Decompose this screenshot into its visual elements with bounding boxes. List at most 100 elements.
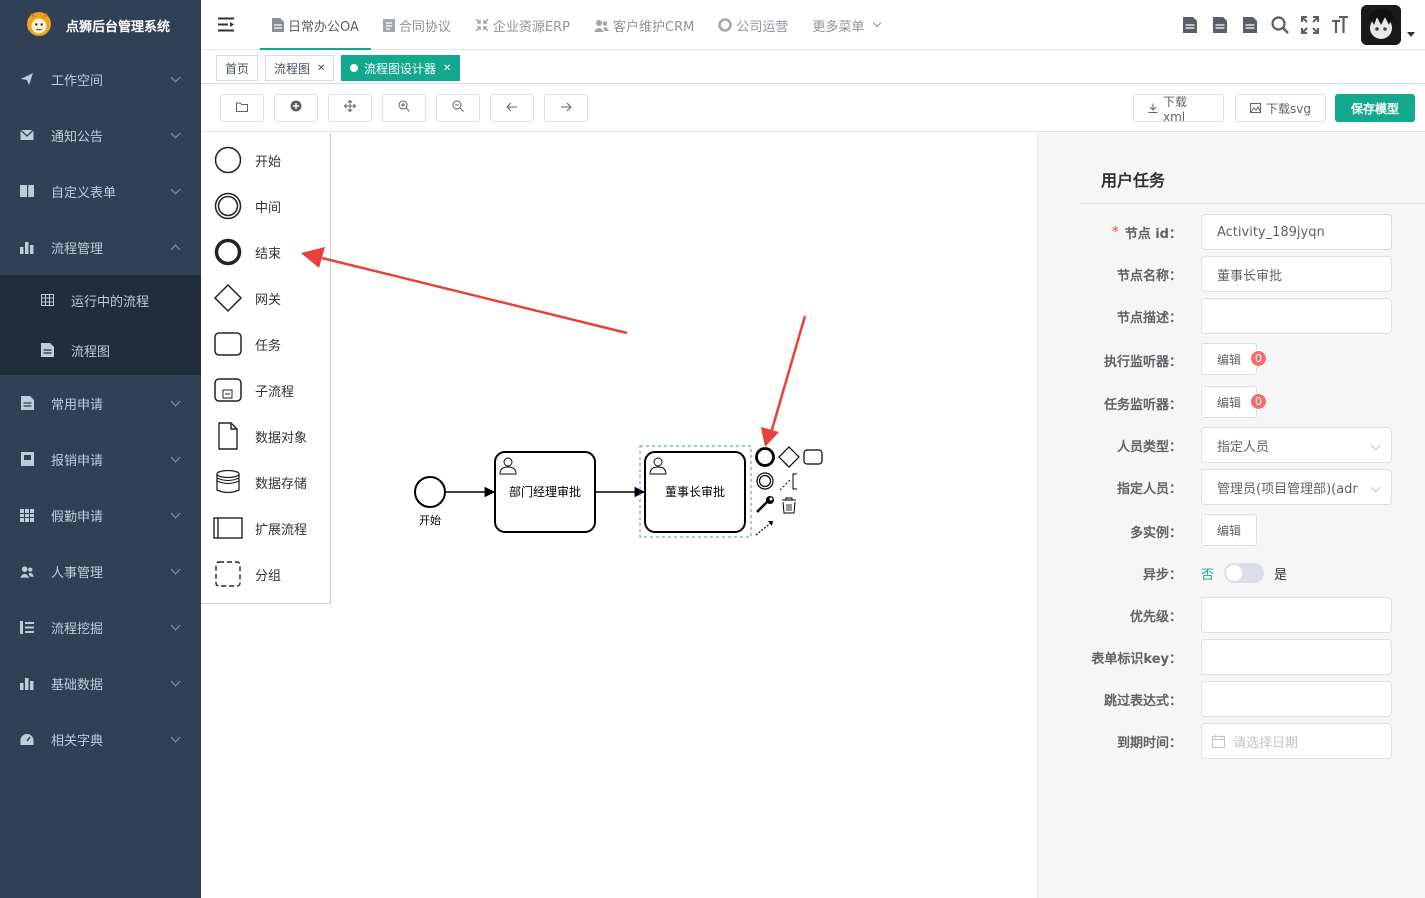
priority-input[interactable]: [1201, 597, 1392, 633]
field-label: 节点描述：: [1116, 310, 1182, 326]
document-icon: [40, 343, 54, 357]
append-end-event-icon[interactable]: [755, 447, 775, 467]
document-icon[interactable]: [1205, 10, 1235, 40]
palette-pool[interactable]: 扩展流程: [201, 505, 330, 551]
topnav-item-oa[interactable]: 日常办公OA: [260, 0, 371, 50]
sidebar-item-custom-form[interactable]: 自定义表单: [0, 163, 201, 219]
font-size-icon[interactable]: [1325, 10, 1355, 40]
topnav-item-label: 日常办公OA: [288, 19, 359, 35]
sidebar-item-label: 工作空间: [51, 73, 104, 89]
async-toggle[interactable]: [1224, 563, 1265, 583]
sidebar-item-notice[interactable]: 通知公告: [0, 107, 201, 163]
append-gateway-icon[interactable]: [778, 446, 800, 468]
edit-exec-listener-button[interactable]: 编辑: [1201, 343, 1257, 375]
topnav-more-menu[interactable]: 更多菜单: [800, 0, 892, 50]
chevron-down-icon: [170, 184, 181, 195]
app-title: 点狮后台管理系统: [66, 19, 171, 35]
due-date-picker[interactable]: 请选择日期: [1201, 723, 1392, 759]
undo-button[interactable]: [490, 94, 534, 122]
tag-flow-designer[interactable]: 流程图设计器 ✕: [341, 55, 461, 81]
sidebar-item-running-process[interactable]: 运行中的流程: [0, 275, 201, 325]
submenu-process-mgmt: 运行中的流程 流程图: [0, 275, 201, 375]
sidebar: 点狮后台管理系统 工作空间 通知公告 自定义表单 流程管理 运行中的流程 流程图…: [0, 0, 201, 898]
sidebar-item-leave-apply[interactable]: 假勤申请: [0, 487, 201, 543]
redo-button[interactable]: [544, 94, 588, 122]
append-intermediate-event-icon[interactable]: [756, 472, 774, 490]
field-label: 人员类型：: [1116, 439, 1182, 455]
sidebar-item-basic-data[interactable]: 基础数据: [0, 655, 201, 711]
field-async: 异步： 否 是: [1038, 555, 1425, 591]
node-id-input[interactable]: Activity_189jyqn: [1201, 214, 1392, 250]
download-xml-button[interactable]: 下载xml: [1133, 94, 1224, 124]
topnav-item-erp[interactable]: 企业资源ERP: [463, 0, 582, 50]
connect-icon[interactable]: [755, 521, 773, 536]
append-task-icon[interactable]: [803, 449, 823, 465]
user-task-chairman[interactable]: 董事长审批: [644, 451, 746, 533]
close-icon[interactable]: ✕: [317, 62, 326, 74]
sidebar-item-label: 通知公告: [51, 129, 104, 145]
palette-task[interactable]: 任务: [201, 321, 330, 367]
user-task-dept-manager[interactable]: 部门经理审批: [494, 451, 596, 533]
form-key-input[interactable]: [1201, 639, 1392, 675]
skip-expr-input[interactable]: [1201, 681, 1392, 717]
chevron-down-icon: [170, 564, 181, 575]
palette-end-event[interactable]: 结束: [201, 229, 330, 275]
field-multi-instance: 多实例： 编辑: [1038, 513, 1425, 549]
properties-panel: 用户任务 *节点 id： Activity_189jyqn 节点名称： 董事长审…: [1037, 133, 1425, 898]
document-icon[interactable]: [1235, 10, 1265, 40]
palette-start-event[interactable]: 开始: [201, 137, 330, 183]
field-label: 指定人员：: [1116, 481, 1182, 497]
node-desc-input[interactable]: [1201, 298, 1392, 334]
fit-view-button[interactable]: [328, 94, 372, 122]
edit-task-listener-button[interactable]: 编辑: [1201, 386, 1257, 418]
sidebar-item-hr[interactable]: 人事管理: [0, 543, 201, 599]
palette-subprocess[interactable]: 子流程: [201, 367, 330, 413]
topnav-item-operations[interactable]: 公司运营: [706, 0, 800, 50]
palette-gateway[interactable]: 网关: [201, 275, 330, 321]
sidebar-item-dictionary[interactable]: 相关字典: [0, 711, 201, 767]
document-icon: [272, 18, 284, 32]
edit-multi-instance-button[interactable]: 编辑: [1201, 514, 1257, 546]
download-svg-button[interactable]: 下载svg: [1235, 94, 1326, 122]
node-name-input[interactable]: 董事长审批: [1201, 256, 1392, 292]
sidebar-item-common-apply[interactable]: 常用申请: [0, 375, 201, 431]
palette-label: 开始: [255, 154, 282, 170]
navbar: 日常办公OA 合同协议 企业资源ERP 客户维护CRM 公司运营 更多菜单: [201, 0, 1425, 50]
text-annotation-icon[interactable]: [779, 473, 797, 491]
avatar[interactable]: [1361, 5, 1401, 45]
sidebar-item-expense-apply[interactable]: 报销申请: [0, 431, 201, 487]
zoom-in-icon: [398, 100, 410, 116]
open-file-button[interactable]: [220, 94, 264, 122]
start-event[interactable]: [414, 476, 446, 508]
zoom-out-button[interactable]: [436, 94, 480, 122]
wrench-icon[interactable]: [756, 496, 774, 513]
topnav-item-crm[interactable]: 客户维护CRM: [582, 0, 706, 50]
caret-down-icon[interactable]: [1407, 31, 1415, 37]
search-icon[interactable]: [1265, 10, 1295, 40]
create-new-button[interactable]: [274, 94, 318, 122]
sidebar-item-workspace[interactable]: 工作空间: [0, 51, 201, 107]
field-due-date: 到期时间： 请选择日期: [1038, 723, 1425, 759]
fullscreen-icon[interactable]: [1295, 10, 1325, 40]
trash-icon[interactable]: [782, 497, 796, 514]
palette-intermediate-event[interactable]: 中间: [201, 183, 330, 229]
tag-label: 首页: [225, 61, 250, 76]
tag-home[interactable]: 首页: [216, 55, 259, 81]
sidebar-item-process-mining[interactable]: 流程挖掘: [0, 599, 201, 655]
logo[interactable]: 点狮后台管理系统: [0, 0, 201, 50]
topnav-item-contract[interactable]: 合同协议: [371, 0, 463, 50]
palette-group[interactable]: 分组: [201, 551, 330, 597]
tag-flowchart[interactable]: 流程图 ✕: [265, 55, 335, 81]
document-icon[interactable]: [1175, 10, 1205, 40]
close-icon[interactable]: ✕: [443, 62, 452, 74]
zoom-in-button[interactable]: [382, 94, 426, 122]
chevron-down-icon: [1370, 440, 1381, 451]
hamburger-menu-icon[interactable]: [218, 17, 235, 36]
palette-data-object[interactable]: 数据对象: [201, 413, 330, 459]
palette-data-store[interactable]: 数据存储: [201, 459, 330, 505]
sidebar-item-process-mgmt[interactable]: 流程管理: [0, 219, 201, 275]
user-type-select[interactable]: 指定人员: [1201, 427, 1392, 463]
assignee-select[interactable]: 管理员(项目管理部)(adr: [1201, 469, 1392, 505]
save-model-button[interactable]: 保存模型: [1335, 94, 1415, 122]
sidebar-item-flowchart[interactable]: 流程图: [0, 325, 201, 375]
